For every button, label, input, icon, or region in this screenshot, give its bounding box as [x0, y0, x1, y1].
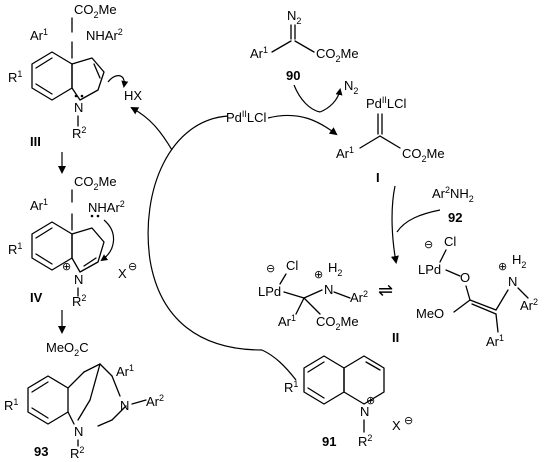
compound-label-91: 91	[322, 434, 336, 449]
svg-text:Ar1: Ar1	[336, 145, 354, 161]
svg-text:⊕: ⊕	[62, 261, 71, 273]
n2-label: N2	[287, 8, 301, 26]
svg-text:X: X	[118, 266, 127, 281]
svg-text:⊕: ⊕	[498, 261, 507, 273]
svg-text:CO2Me: CO2Me	[74, 174, 117, 192]
svg-text:CO2Me: CO2Me	[316, 314, 359, 332]
svg-text:O: O	[460, 270, 470, 285]
svg-text:⊕: ⊕	[314, 269, 323, 281]
svg-text:PdIILCl: PdIILCl	[226, 109, 267, 125]
compound-label-93: 93	[34, 444, 48, 459]
n2-release-arrow	[319, 88, 343, 113]
catalytic-cycle	[130, 84, 441, 381]
cycle-arc-bottom	[261, 349, 297, 381]
svg-text:R2: R2	[358, 433, 372, 449]
pd-catalyst: PdIILCl	[226, 109, 267, 125]
svg-text:CO2Me: CO2Me	[316, 46, 359, 64]
svg-text:R2: R2	[72, 293, 86, 309]
svg-text:⊕: ⊕	[366, 395, 375, 407]
svg-text:⊖: ⊖	[266, 263, 275, 275]
intermediate-IV: CO2Me Ar1 NHAr2 R1 N ⊕ R2 X ⊖ IV	[8, 174, 137, 309]
svg-text:Ar2: Ar2	[146, 393, 164, 409]
svg-text:Ar2: Ar2	[350, 289, 368, 305]
intermediate-II: ⊖ Cl LPd ⊕ H2 N Ar2 Ar1 CO2Me ⇌ ⊖ Cl LPd…	[258, 234, 538, 349]
svg-text:R2: R2	[72, 125, 86, 141]
svg-text:CO2Me: CO2Me	[74, 2, 117, 20]
svg-text:H2: H2	[512, 252, 526, 270]
amine-input-arrow	[396, 209, 441, 233]
svg-text:Ar1: Ar1	[486, 333, 504, 349]
svg-text:Ar1: Ar1	[116, 363, 134, 379]
compound-93: MeO2C Ar1 N Ar2 R1 N R2 93	[4, 340, 164, 461]
svg-text:Ar1: Ar1	[30, 197, 48, 213]
svg-text:N: N	[324, 282, 333, 297]
svg-text:N: N	[508, 274, 517, 289]
svg-text:R1: R1	[284, 379, 298, 395]
equilibrium-arrows: ⇌	[378, 280, 393, 300]
cycle-arc-top	[267, 114, 338, 136]
compound-label-III: III	[30, 134, 41, 149]
svg-text:R1: R1	[8, 241, 22, 257]
svg-text:⊖: ⊖	[128, 261, 137, 273]
compound-92: Ar2NH2 92	[432, 185, 474, 225]
svg-text:MeO2C: MeO2C	[46, 340, 89, 358]
svg-text:Ar1: Ar1	[30, 27, 48, 43]
n2-gas-label: N2	[344, 78, 358, 96]
cycle-arc-left	[147, 115, 263, 351]
svg-text:Ar1: Ar1	[250, 45, 268, 61]
compound-label-I: I	[376, 170, 380, 185]
diazo-input-arrow	[293, 84, 321, 113]
svg-text:R1: R1	[8, 69, 22, 85]
svg-text:N: N	[74, 424, 83, 439]
svg-text:HX: HX	[124, 88, 142, 103]
svg-text:PdIILCl: PdIILCl	[366, 95, 407, 111]
svg-text:⊖: ⊖	[404, 415, 413, 427]
svg-text:CO2Me: CO2Me	[402, 146, 445, 164]
svg-text:Ar2: Ar2	[520, 297, 538, 313]
svg-text:N: N	[74, 100, 83, 115]
intermediate-I: PdIILCl Ar1 CO2Me I	[336, 95, 445, 185]
svg-text:Ar2NH2: Ar2NH2	[432, 185, 474, 204]
svg-text:⊖: ⊖	[424, 239, 433, 251]
svg-text:Ar1: Ar1	[278, 313, 296, 329]
svg-text:R2: R2	[70, 445, 84, 461]
compound-label-II: II	[392, 330, 399, 345]
svg-text:NHAr2: NHAr2	[86, 27, 123, 43]
compound-label-90: 90	[286, 68, 300, 83]
svg-text:N: N	[74, 272, 83, 287]
compound-91: R1 N ⊕ R2 X ⊖ 91	[284, 355, 413, 449]
svg-text:N: N	[120, 398, 129, 413]
compound-label-92: 92	[448, 210, 462, 225]
intermediate-III: CO2Me Ar1 NHAr2 R1 N R2 HX III	[8, 2, 142, 149]
svg-text:R1: R1	[4, 397, 18, 413]
svg-text:H2: H2	[328, 260, 342, 278]
svg-text:LPd: LPd	[258, 284, 281, 299]
compound-label-IV: IV	[30, 290, 43, 305]
svg-text:X: X	[392, 418, 401, 433]
svg-text:Cl: Cl	[286, 258, 298, 273]
svg-text:NHAr2: NHAr2	[88, 199, 125, 215]
svg-text:MeO: MeO	[416, 306, 444, 321]
svg-text:Cl: Cl	[444, 234, 456, 249]
cycle-arc-right	[390, 185, 399, 264]
compound-90: N2 Ar1 CO2Me 90 N2	[250, 8, 359, 96]
cycle-arc-to-III	[130, 107, 173, 151]
svg-text:LPd: LPd	[418, 262, 441, 277]
svg-text:N: N	[360, 404, 369, 419]
